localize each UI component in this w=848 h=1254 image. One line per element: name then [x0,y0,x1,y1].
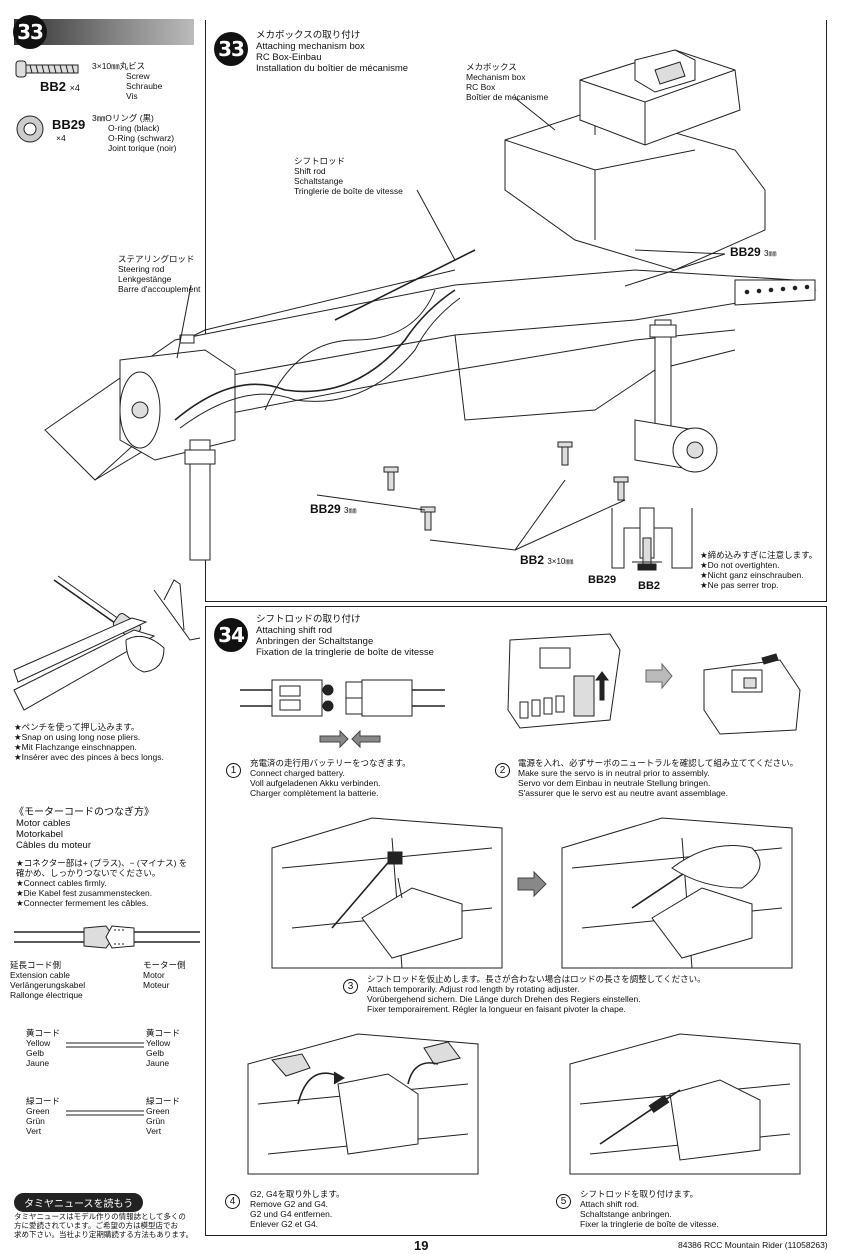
bb2-label: BB2 3×10㎜ [520,553,574,567]
pliers-note: ★ペンチを使って押し込みます。 ★Snap on using long nose… [14,722,164,762]
tamiya-news-title: タミヤニュースを読もう [14,1193,144,1212]
chassis-assembly-illustration [44,49,817,561]
product-footer: 84386 RCC Mountain Rider (11058263) [678,1240,828,1250]
step34-badge: 34 [214,618,248,652]
cable-connector-illustration [14,925,200,949]
o-ring-icon [16,115,44,143]
page-number: 19 [414,1238,429,1253]
bb29-label-right: BB29 3㎜ [730,245,777,259]
step33-title: メカボックスの取り付け Attaching mechanism box RC B… [256,30,409,74]
part-spec-bb2: 3×10㎜丸ビス Screw Schraube Vis [92,61,163,101]
step33-badge: 33 [214,32,248,66]
remove-g2-g4-illustration [247,1033,479,1175]
step33-sidebar-badge: 33 [13,15,47,49]
substep-4-number: 4 [225,1194,240,1209]
part-code-bb2: BB2 ×4 [40,79,80,94]
tamiya-news-text: タミヤニュースはモデル作りの情報誌として多くの 方に愛読されています。ご希望の方… [14,1212,194,1239]
substep-3-text: シフトロッドを仮止めします。長さが合わない場合はロッドの長さを調整してください。… [367,974,706,1014]
screw-icon [15,60,79,78]
substep-2-number: 2 [495,763,510,778]
motor-side-label: モーター側 Motor Moteur [143,960,186,990]
shift-rod-temporary-attach-illustration [271,817,793,969]
attach-shift-rod-illustration [569,1033,801,1175]
motor-cables-title: 《モーターコードのつなぎ方》 [14,807,154,818]
bb29-label-left: BB29 3㎜ [310,502,357,516]
substep-1-text: 充電済の走行用バッテリーをつなぎます。 Connect charged batt… [250,758,411,798]
green-cable-line [66,1110,144,1116]
substep-1-number: 1 [226,763,241,778]
motor-cables-names: Motor cables Motorkabel Câbles du moteur [16,818,91,851]
substep-4-text: G2, G4を取り外します。 Remove G2 and G4. G2 und … [250,1189,345,1229]
steering-rod-label: ステアリングロッド Steering rod Lenkgestänge Barr… [118,254,201,294]
substep-2-text: 電源を入れ、必ずサーボのニュートラルを確認して組み立ててください。 Make s… [518,758,799,798]
substep-3-number: 3 [343,979,358,994]
part-code-bb29: BB29 [52,117,86,132]
step33-panel [205,20,827,602]
tighten-caution-note: ★締め込みすぎに注意します。 ★Do not overtighten. ★Nic… [700,550,818,590]
part-qty-bb29: ×4 [56,133,66,143]
pliers-illustration [13,575,201,711]
shift-rod-label: シフトロッド Shift rod Schaltstange Tringlerie… [294,156,403,196]
battery-connector-illustration [240,679,445,749]
screw-depth-detail [611,507,693,571]
substep-5-number: 5 [556,1194,571,1209]
step34-title: シフトロッドの取り付け Attaching shift rod Anbringe… [256,614,434,658]
servo-neutral-illustration [507,633,801,735]
extension-side-label: 延長コード側 Extension cable Verlängerungskabe… [10,960,86,1000]
detail-bb2-label: BB2 [638,580,661,592]
part-spec-bb29: 3㎜Oリング (黒) O-ring (black) O-Ring (schwar… [92,113,177,153]
mechanism-box-label: メカボックス Mechanism box RC Box Boîtier de m… [466,62,549,102]
substep-5-text: シフトロッドを取り付けます。 Attach shift rod. Schalts… [580,1189,719,1229]
yellow-cable-line [66,1042,144,1048]
detail-bb29-label: BB29 [588,574,617,586]
motor-cables-notes: ★コネクター部は+ (プラス)、− (マイナス) を 確かめ、しっかりつないでく… [16,858,188,908]
